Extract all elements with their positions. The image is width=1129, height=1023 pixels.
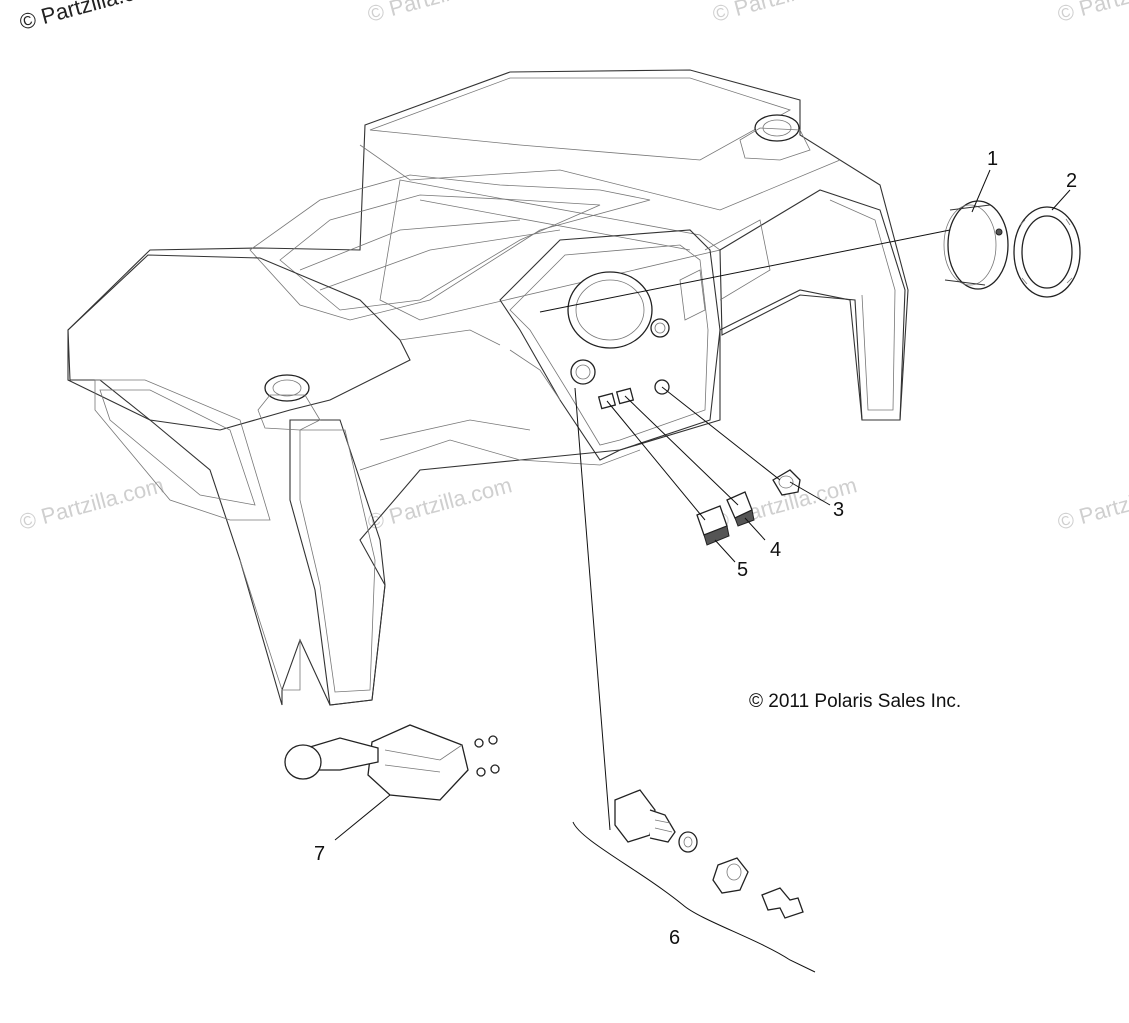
callout-2: 2 <box>1066 170 1077 192</box>
leader-4 <box>744 517 766 541</box>
watermark-mid-4: © Partzilla.com <box>1055 472 1129 535</box>
callout-5: 5 <box>737 559 748 581</box>
watermark-top-1: © Partzilla.com <box>365 0 515 27</box>
part-6-ignition-switch <box>572 789 816 973</box>
part-4-switch <box>726 491 755 527</box>
callout-6: 6 <box>669 927 680 949</box>
callout-1: 1 <box>987 148 998 170</box>
leader-1-gauge <box>539 229 951 313</box>
part-7-lever-switch <box>284 724 500 801</box>
part-1-speedometer <box>943 200 1009 290</box>
leader-switch-4 <box>624 395 739 506</box>
callout-4: 4 <box>770 539 781 561</box>
part-2-gauge-bezel <box>1013 206 1081 298</box>
leader-5 <box>714 539 736 563</box>
watermark-mid-2: © Partzilla.com <box>365 472 515 535</box>
leader-knob <box>661 386 781 481</box>
copyright-text: © 2011 Polaris Sales Inc. <box>749 691 961 712</box>
watermark-top-3: © Partzilla.com <box>1055 0 1129 27</box>
dashboard-body <box>67 69 909 706</box>
leader-switch-5 <box>606 400 706 521</box>
leader-1 <box>971 169 991 213</box>
callout-7: 7 <box>314 843 325 865</box>
part-3-knob <box>772 469 801 496</box>
leader-lines <box>334 169 1071 841</box>
leader-7 <box>334 794 391 841</box>
watermark-corner: © Partzilla.com <box>17 0 167 35</box>
callouts: 1 2 3 4 5 6 7 <box>314 148 1077 949</box>
watermark-mid-1: © Partzilla.com <box>17 472 167 535</box>
callout-3: 3 <box>833 499 844 521</box>
watermark-top-2: © Partzilla.com <box>710 0 860 27</box>
leader-3 <box>789 481 831 506</box>
leader-6 <box>574 387 611 831</box>
part-5-switch <box>696 505 730 546</box>
leader-2 <box>1051 189 1071 211</box>
